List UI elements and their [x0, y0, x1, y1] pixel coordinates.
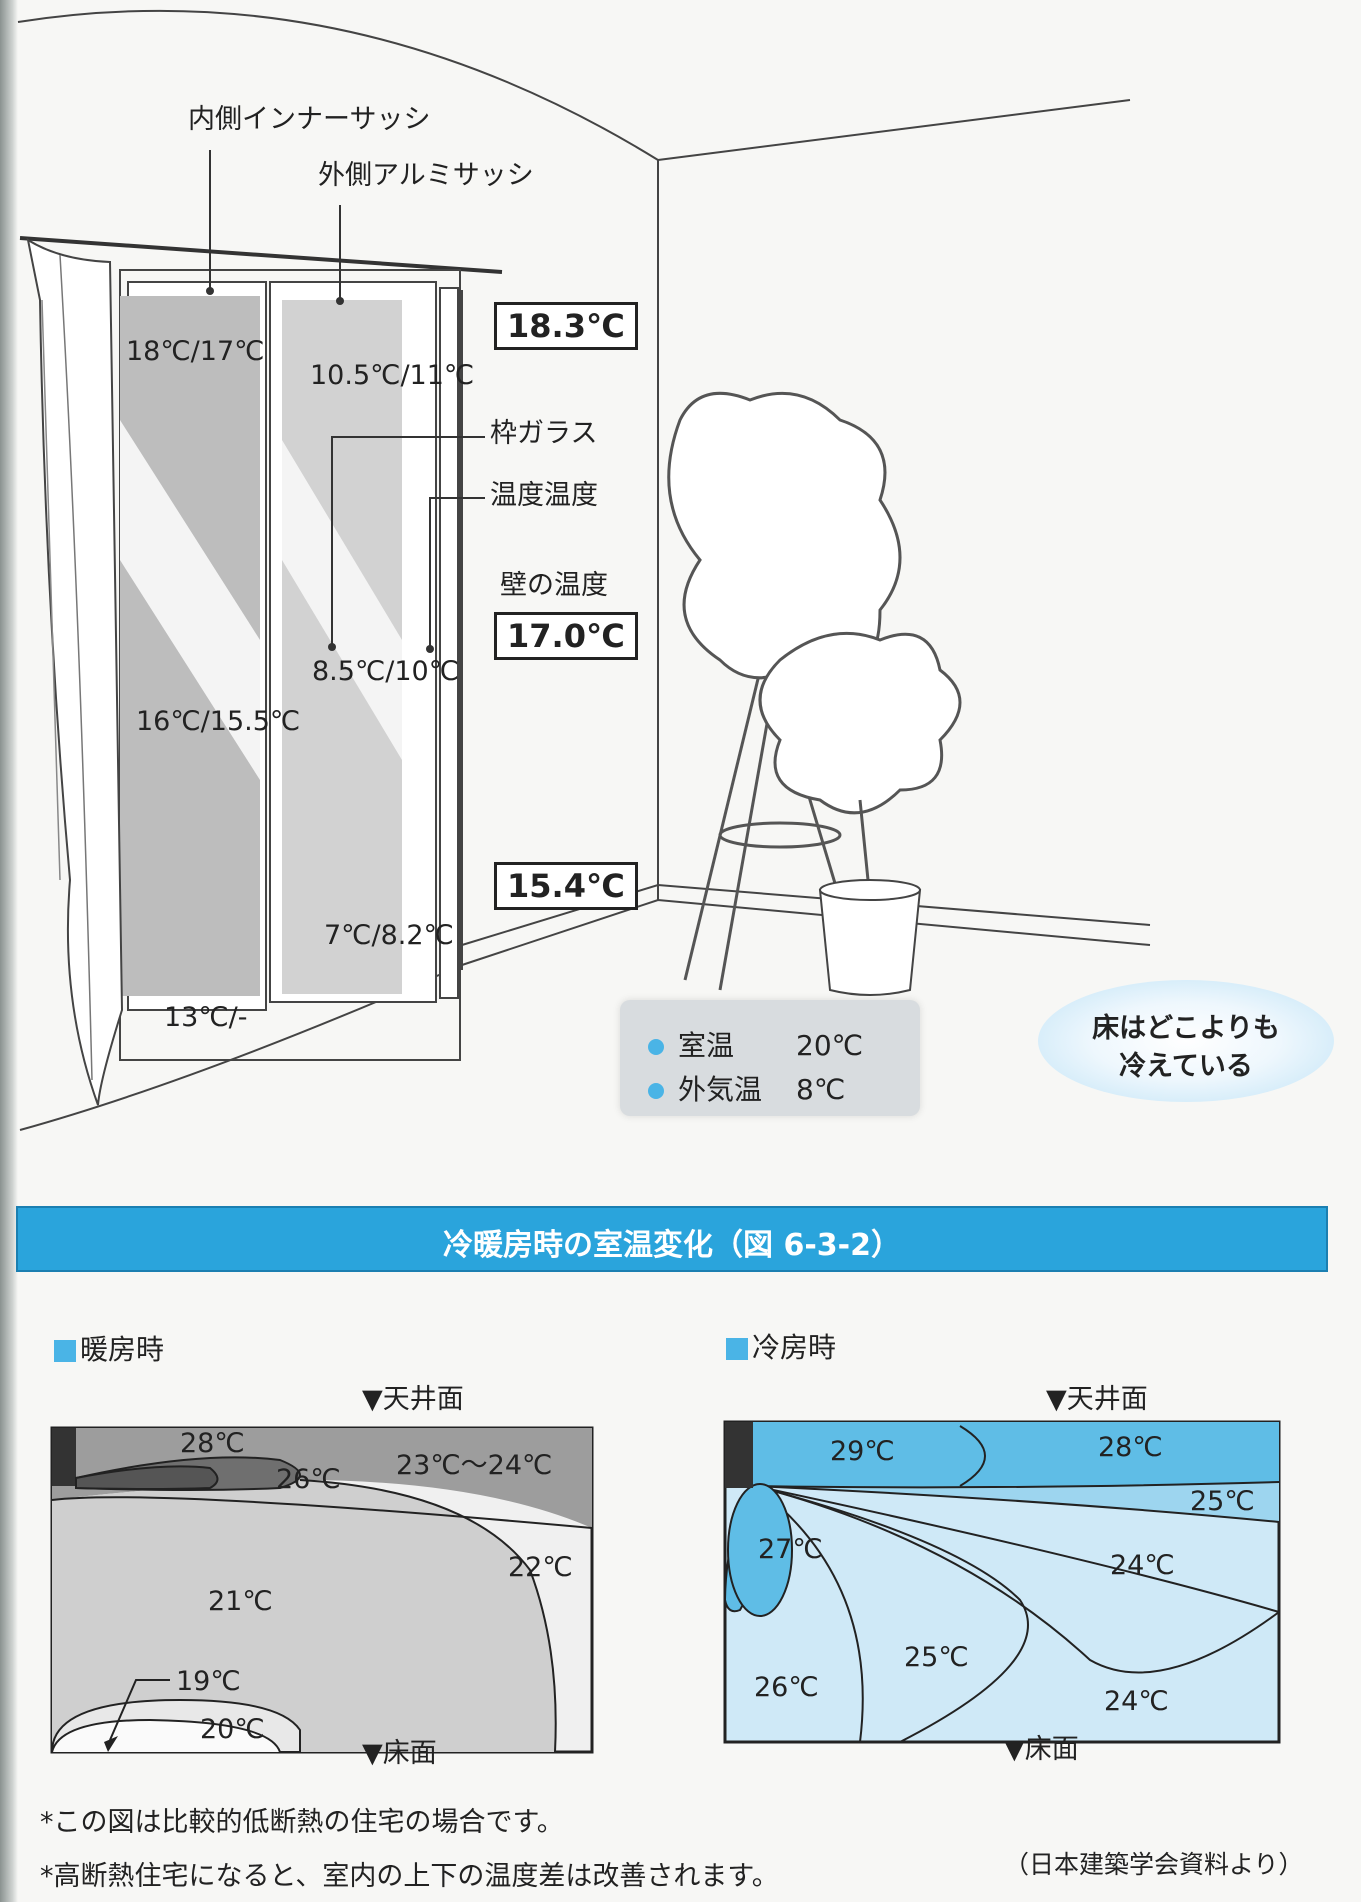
inner-sash-label: 内側インナーサッシ [188, 104, 431, 135]
wall-temp-middle: 17.0℃ [494, 612, 638, 661]
callout-line-1: 床はどこよりも [1092, 1013, 1280, 1044]
callout-line-2: 冷えている [1119, 1051, 1253, 1082]
square-icon [54, 1340, 76, 1362]
wall-temp-bottom: 15.4℃ [494, 862, 638, 911]
outer-sash-label: 外側アルミサッシ [318, 160, 534, 191]
cooling-zone-26: 26℃ [754, 1672, 819, 1703]
cooling-zone-29: 29℃ [830, 1436, 895, 1467]
note-1: *この図は比較的低断熱の住宅の場合です。 [40, 1807, 564, 1838]
reading-outer-mid: 8.5℃/10℃ [312, 656, 460, 687]
cooling-ceiling-label: ▼天井面 [1046, 1384, 1148, 1415]
section-title: 冷暖房時の室温変化（図 6-3-2） [443, 1228, 901, 1263]
heating-title: 暖房時 [54, 1328, 164, 1368]
frame-glass-label: 枠ガラス [490, 418, 598, 449]
cooling-zone-25-center: 25℃ [904, 1642, 969, 1673]
heating-zone-23-24: 23℃～24℃ [396, 1450, 553, 1481]
cooling-zone-27: 27℃ [758, 1534, 823, 1565]
heating-zone-20: 20℃ [200, 1714, 265, 1745]
cooling-zone-24-bottom: 24℃ [1104, 1686, 1169, 1717]
cooling-title: 冷房時 [726, 1326, 836, 1366]
heating-floor-label: ▼床面 [362, 1738, 437, 1769]
reading-inner-top: 18℃/17℃ [126, 336, 265, 367]
cooling-zone-24-right: 24℃ [1110, 1550, 1175, 1581]
heating-zone-19: 19℃ [176, 1666, 241, 1697]
callout-bubble: 床はどこよりも 冷えている [1038, 980, 1334, 1102]
cooling-floor-label: ▼床面 [1004, 1734, 1079, 1765]
heating-zone-26: 26℃ [276, 1464, 341, 1495]
wall-temp-top: 18.3℃ [494, 302, 638, 351]
reading-inner-bottom: 13℃/- [164, 1002, 248, 1033]
note-2: *高断熱住宅になると、室内の上下の温度差は改善されます。 [40, 1861, 779, 1892]
bullet-icon [648, 1083, 664, 1099]
heating-zone-21: 21℃ [208, 1586, 273, 1617]
wall-temp-label: 壁の温度 [500, 570, 608, 601]
square-icon [726, 1338, 748, 1360]
reading-outer-bottom: 7℃/8.2℃ [324, 920, 454, 951]
heating-zone-28: 28℃ [180, 1428, 245, 1459]
bullet-icon [648, 1039, 664, 1055]
heating-ceiling-label: ▼天井面 [362, 1384, 464, 1415]
cooling-zone-28: 28℃ [1098, 1432, 1163, 1463]
source-credit: （日本建築学会資料より） [1004, 1850, 1304, 1879]
temp-temp-label: 温度温度 [490, 480, 598, 511]
cooling-zone-25-top: 25℃ [1190, 1486, 1255, 1517]
reading-outer-top: 10.5℃/11℃ [310, 360, 475, 391]
reading-inner-mid: 16℃/15.5℃ [136, 706, 301, 737]
section-banner: 冷暖房時の室温変化（図 6-3-2） [16, 1206, 1328, 1272]
page-binding-shadow [0, 0, 18, 1902]
heating-zone-22: 22℃ [508, 1552, 573, 1583]
